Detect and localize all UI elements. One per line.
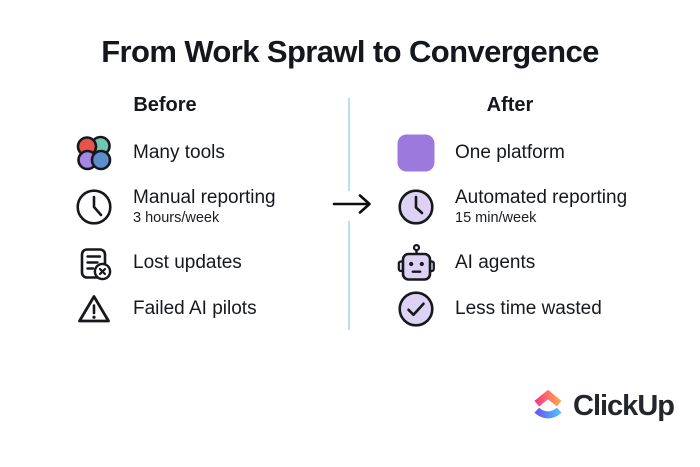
- clickup-logo: ClickUp: [531, 387, 675, 425]
- after-item-less-time-wasted: Less time wasted: [396, 289, 602, 329]
- after-item-automated-reporting: Automated reporting 15 min/week: [396, 187, 627, 227]
- item-label: Manual reporting: [133, 186, 276, 208]
- before-item-many-tools: Many tools: [74, 133, 225, 173]
- item-label: Lost updates: [133, 251, 242, 273]
- after-item-ai-agents: AI agents: [396, 243, 535, 283]
- before-item-manual-reporting: Manual reporting 3 hours/week: [74, 187, 276, 227]
- item-label: One platform: [455, 141, 565, 163]
- item-sublabel: 15 min/week: [455, 210, 537, 227]
- clock-filled-icon: [396, 187, 436, 227]
- divider-line-top: [348, 98, 350, 191]
- item-label: Failed AI pilots: [133, 297, 257, 319]
- platform-square-icon: [396, 133, 436, 173]
- before-column-header: Before: [133, 94, 197, 116]
- page-title: From Work Sprawl to Convergence: [101, 34, 599, 69]
- before-item-failed-ai-pilots: Failed AI pilots: [74, 289, 257, 329]
- clock-icon: [74, 187, 114, 227]
- after-item-one-platform: One platform: [396, 133, 565, 173]
- warning-triangle-icon: [74, 289, 114, 329]
- item-label: AI agents: [455, 251, 536, 273]
- clickup-wordmark: ClickUp: [573, 389, 675, 422]
- clickup-logo-icon: [534, 389, 562, 419]
- many-tools-icon: [74, 133, 114, 173]
- right-arrow-icon: [332, 192, 374, 216]
- item-sublabel: 3 hours/week: [133, 210, 220, 227]
- divider-line-bottom: [348, 221, 350, 330]
- item-label: Many tools: [133, 141, 225, 163]
- item-label: Less time wasted: [455, 297, 602, 319]
- before-item-lost-updates: Lost updates: [74, 243, 242, 283]
- item-label: Automated reporting: [455, 186, 628, 208]
- check-circle-icon: [396, 289, 436, 329]
- after-column-header: After: [486, 94, 534, 116]
- robot-icon: [396, 243, 436, 283]
- lost-updates-icon: [74, 243, 114, 283]
